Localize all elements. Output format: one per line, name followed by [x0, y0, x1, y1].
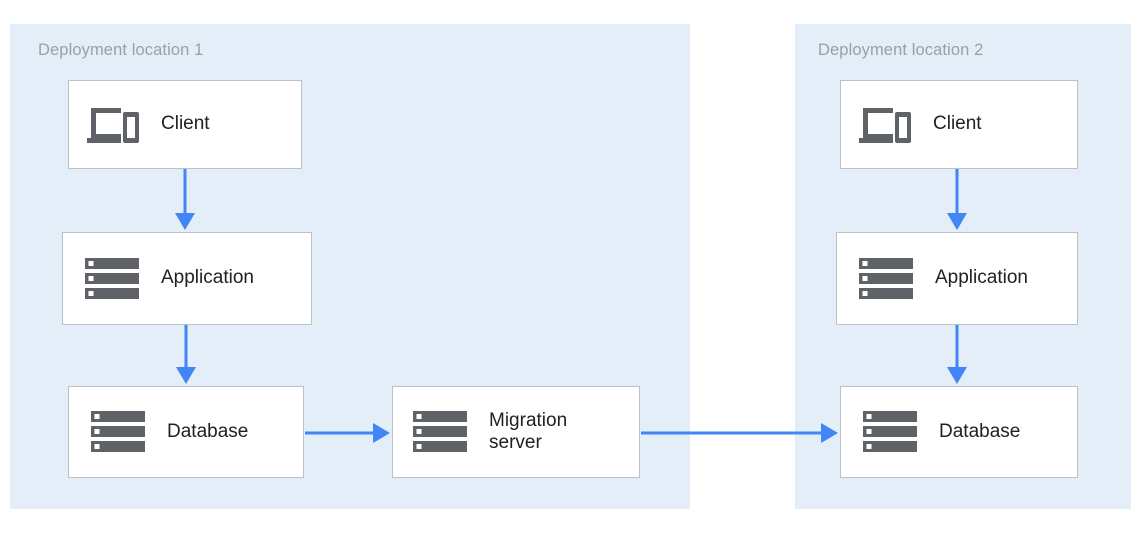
node-label-migration-server: Migration server: [489, 409, 568, 453]
node-database-1: Database: [68, 386, 304, 478]
zone-title-2: Deployment location 2: [818, 41, 984, 59]
server-stack-icon: [413, 411, 467, 453]
node-database-2: Database: [840, 386, 1078, 478]
server-stack-icon: [859, 257, 913, 300]
node-client-1: Client: [68, 80, 302, 169]
client-devices-icon: [859, 104, 911, 146]
server-stack-icon: [91, 411, 145, 453]
node-client-2: Client: [840, 80, 1078, 169]
zone-title-1: Deployment location 1: [38, 41, 204, 59]
server-stack-icon: [85, 257, 139, 300]
node-migration-server: Migration server: [392, 386, 640, 478]
server-stack-icon: [863, 411, 917, 453]
node-application-2: Application: [836, 232, 1078, 325]
node-label-database-2: Database: [939, 420, 1021, 442]
node-label-application-2: Application: [935, 267, 1028, 289]
node-label-application-1: Application: [161, 267, 254, 289]
node-label-client-2: Client: [933, 113, 982, 135]
node-label-database-1: Database: [167, 420, 249, 442]
node-application-1: Application: [62, 232, 312, 325]
client-devices-icon: [87, 104, 139, 146]
node-label-client-1: Client: [161, 113, 210, 135]
